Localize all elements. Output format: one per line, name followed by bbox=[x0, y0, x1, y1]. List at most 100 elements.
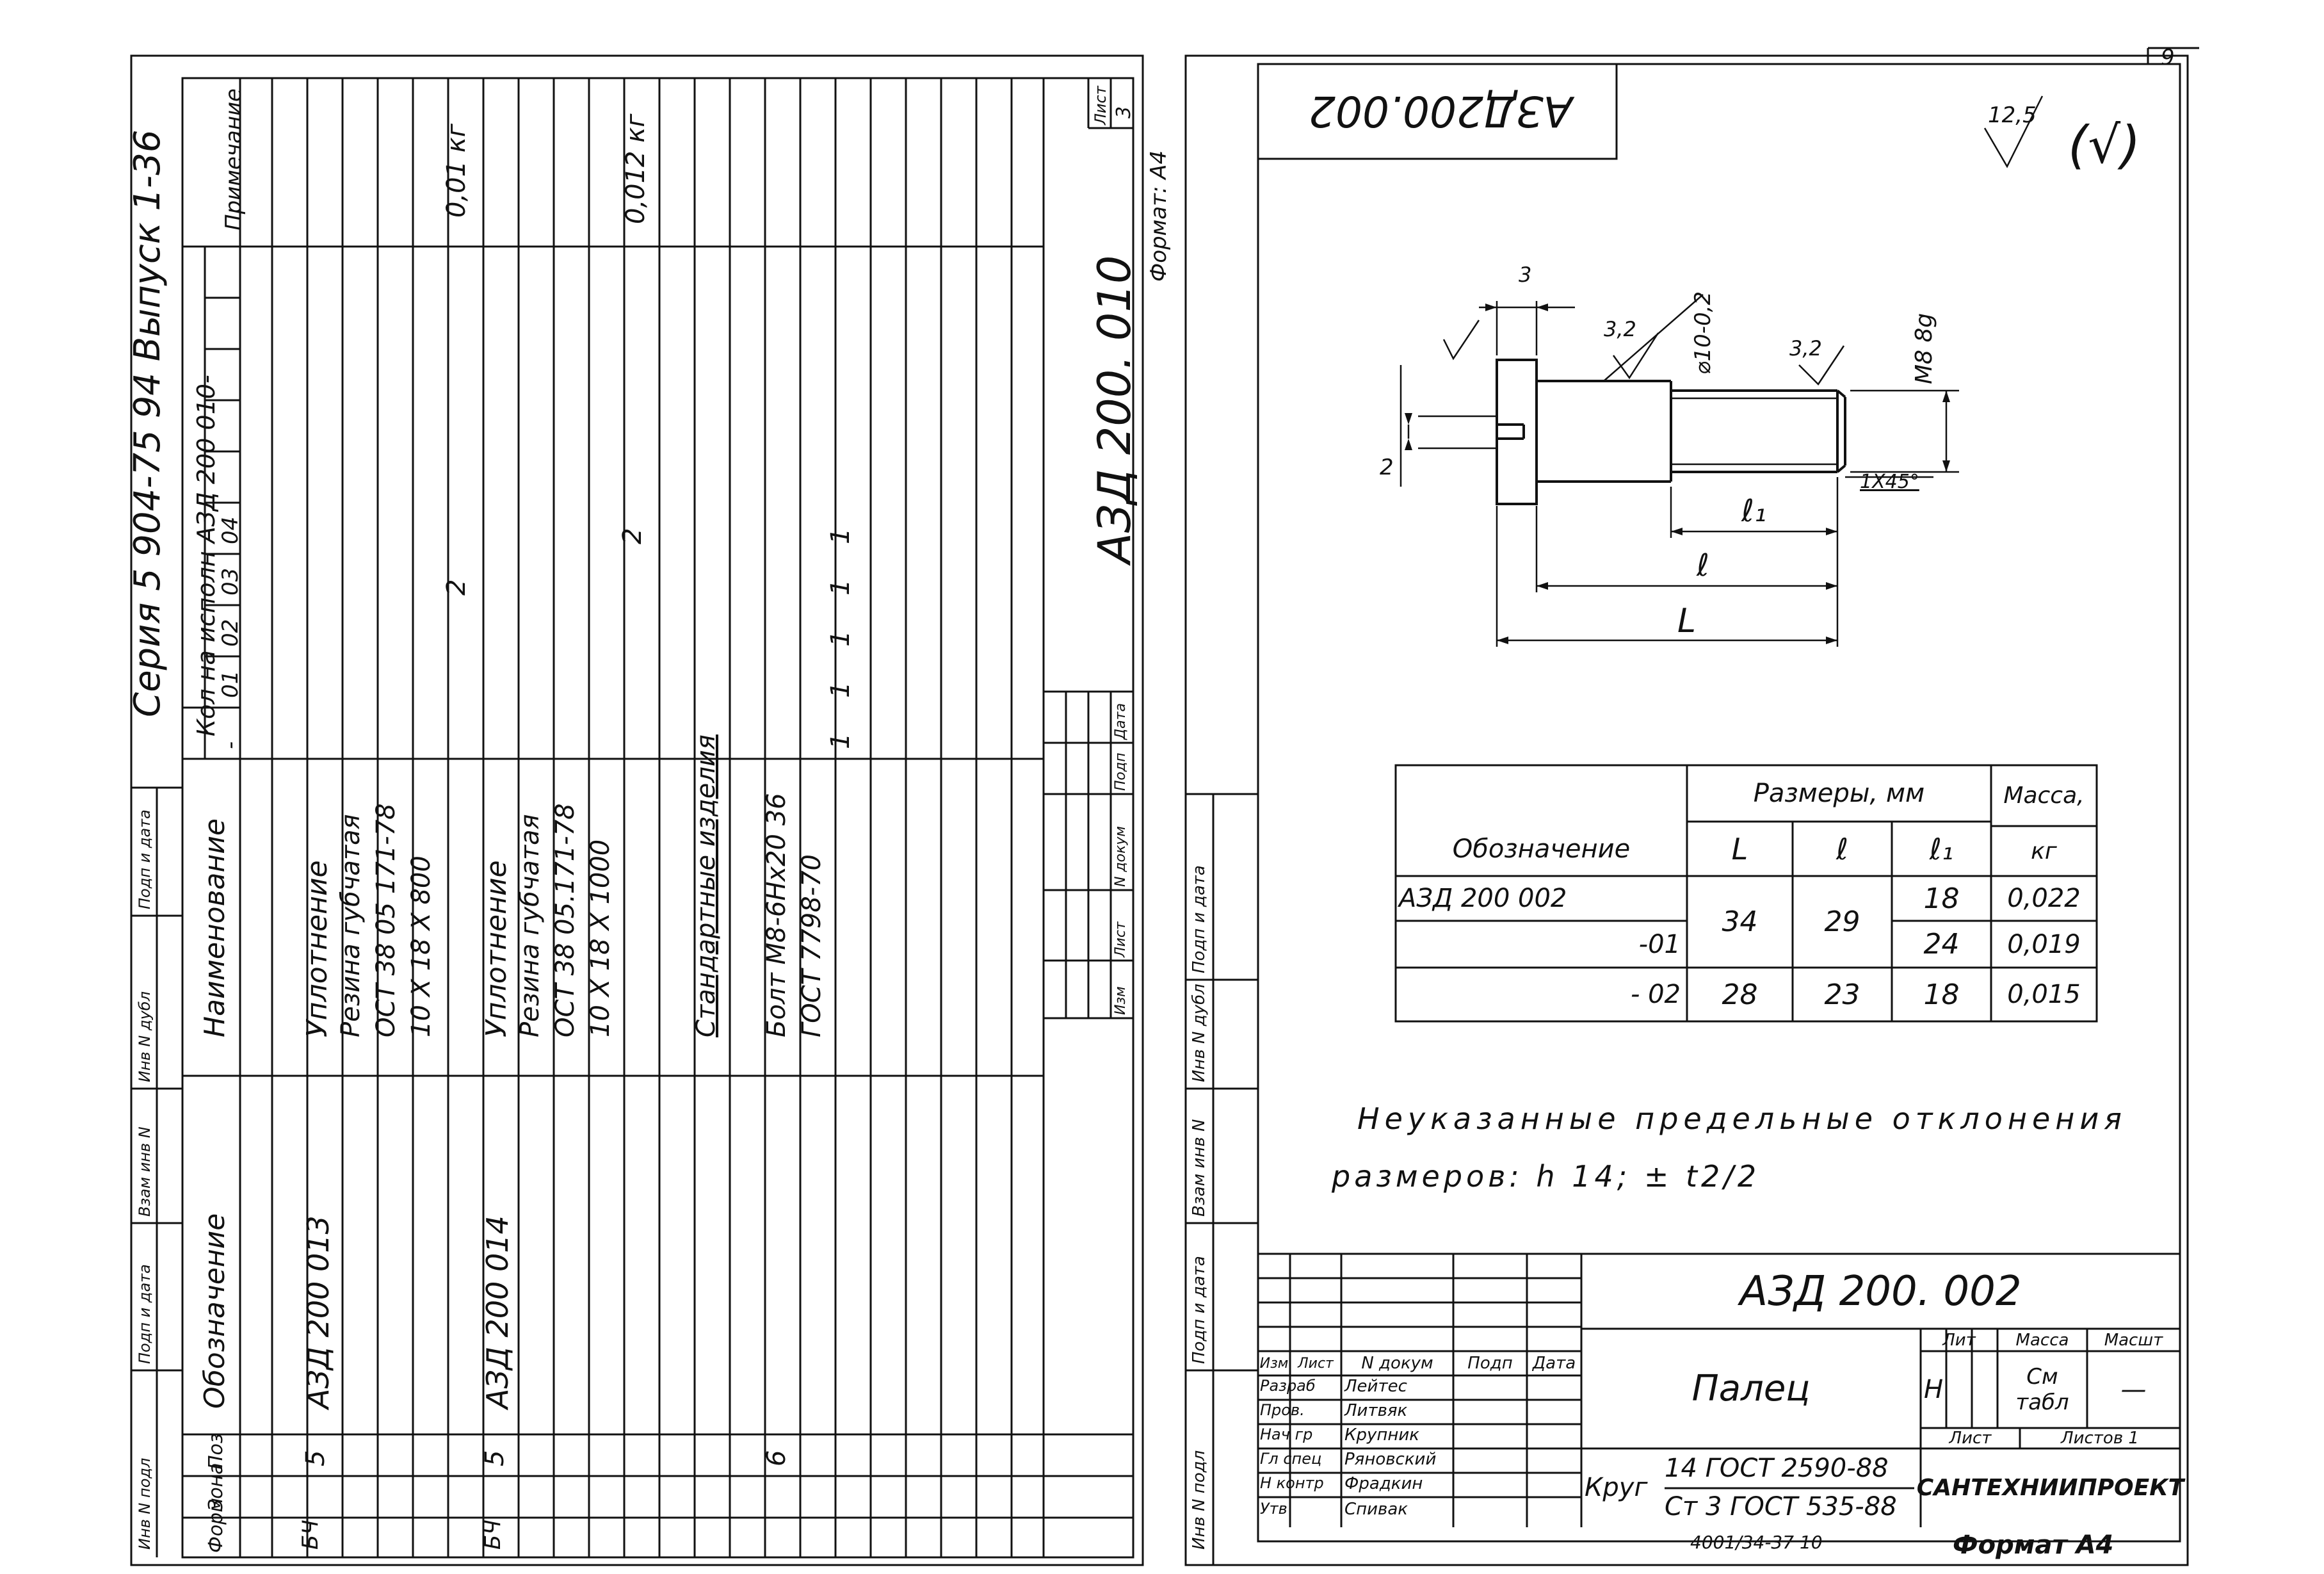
spec-header-note: Примечание bbox=[221, 88, 246, 231]
spec-row-qty: 2 bbox=[618, 528, 647, 544]
title-block-scale-label: Масшт bbox=[2104, 1330, 2163, 1350]
title-block-header-list: Лист bbox=[1298, 1355, 1334, 1372]
title-block-name: Спивак bbox=[1344, 1500, 1408, 1519]
spec-row-qty: 2 bbox=[442, 579, 471, 596]
spec-qty-col-2: 02 bbox=[218, 619, 243, 647]
title-block-sheet-label: Лист bbox=[1949, 1429, 1992, 1448]
title-block-role: Нач гр bbox=[1260, 1425, 1313, 1443]
size-table-header-l: ℓ bbox=[1836, 831, 1848, 866]
size-table-row-designation: - 02 bbox=[1630, 980, 1681, 1009]
title-block-lit-value: Н bbox=[1923, 1375, 1944, 1404]
spec-header-name: Наименование bbox=[198, 818, 231, 1037]
mirrored-designation: АЗД200.002 bbox=[1309, 86, 1572, 136]
spec-row-name: ОСТ 38 05 171-78 bbox=[371, 803, 401, 1037]
spec-row-name: Стандартные изделия bbox=[691, 734, 721, 1037]
spec-row-qty: 1 bbox=[826, 681, 855, 698]
spec-qty-col-3: 03 bbox=[218, 567, 243, 596]
spec-side-label-2: Взам инв N bbox=[136, 1126, 154, 1217]
title-block-code: АЗД 200. 002 bbox=[1739, 1267, 2022, 1315]
spec-stamp-label-list: Лист bbox=[1113, 921, 1129, 957]
spec-stamp-label-doc: N докум bbox=[1113, 825, 1129, 887]
spec-qty-col-1: 01 bbox=[218, 670, 243, 698]
spec-sheet-label: Лист bbox=[1092, 86, 1110, 125]
title-block-material-bottom: Ст 3 ГОСТ 535-88 bbox=[1665, 1492, 1897, 1521]
title-block-header-sign: Подп bbox=[1467, 1354, 1513, 1373]
spec-row-qty: 1 bbox=[826, 579, 855, 596]
title-block-sheets-label: Листов 1 bbox=[2061, 1429, 2139, 1448]
spec-row-qty: 1 bbox=[826, 630, 855, 647]
spec-row-designation: АЗД 200 014 bbox=[480, 1215, 515, 1409]
title-block-material-prefix: Круг bbox=[1585, 1473, 1648, 1502]
title-block-material-top: 14 ГОСТ 2590-88 bbox=[1665, 1454, 1889, 1483]
spec-row-name: Резина губчатая bbox=[515, 814, 545, 1037]
size-table-header-mass: Масса, bbox=[2003, 783, 2085, 809]
title-block-scale-value: — bbox=[2120, 1375, 2147, 1404]
spec-stamp-label-date: Дата bbox=[1113, 703, 1129, 740]
title-block-name: Лейтес bbox=[1344, 1377, 1407, 1396]
size-table-row-l1: 18 bbox=[1923, 978, 1960, 1011]
drawing-format: Формат А4 bbox=[1953, 1530, 2114, 1560]
size-table-header-sizes: Размеры, мм bbox=[1753, 779, 1925, 808]
spec-row-name: 10 Х 18 Х 1000 bbox=[586, 839, 615, 1037]
bottom-code: 4001/34-37 10 bbox=[1690, 1532, 1823, 1553]
drawing-side-label-0: Инв N подл bbox=[1190, 1450, 1209, 1550]
spec-row-qty: 1 bbox=[826, 733, 855, 749]
spec-side-label-3: Инв N дубл bbox=[136, 991, 154, 1082]
spec-row-name: Резина губчатая bbox=[336, 814, 366, 1037]
title-block-mass-label: Масса bbox=[2015, 1330, 2069, 1350]
size-table-row-mass: 0,019 bbox=[2007, 929, 2081, 959]
spec-side-label-1: Подп и дата bbox=[136, 1264, 154, 1364]
drawing-side-label-1: Подп и дата bbox=[1190, 1256, 1209, 1364]
spec-sheet-value: 3 bbox=[1113, 106, 1135, 118]
spec-row-designation: АЗД 200 013 bbox=[301, 1215, 335, 1409]
spec-side-label-0: Инв N подл bbox=[136, 1457, 154, 1550]
spec-doc-code: АЗД 200. 010 bbox=[1088, 255, 1141, 564]
title-block-part-name: Палец bbox=[1691, 1368, 1811, 1409]
spec-header-designation: Обозначение bbox=[198, 1213, 231, 1409]
title-block-header-date: Дата bbox=[1532, 1354, 1576, 1373]
drawing-side-label-3: Инв N дубл bbox=[1190, 984, 1209, 1082]
size-table-row-mass: 0,022 bbox=[2007, 884, 2081, 913]
roughness-main: 12,5 bbox=[1988, 102, 2037, 128]
spec-stamp-label-sign: Подп bbox=[1113, 752, 1129, 791]
tolerance-note-line2: размеров: h 14; ± t2/2 bbox=[1332, 1159, 1761, 1194]
spec-row-qty: 1 bbox=[826, 528, 855, 544]
dim-thread: М8 8g bbox=[1911, 312, 1937, 384]
size-table-row-l1: 24 bbox=[1923, 928, 1960, 961]
spec-row-name: ГОСТ 7798-70 bbox=[797, 854, 827, 1037]
dim-chamfer: 1Х45° bbox=[1860, 471, 1919, 493]
spec-row-name: Болт М8-6Нх20 36 bbox=[762, 793, 791, 1037]
size-table-row-L: 28 bbox=[1722, 978, 1758, 1011]
title-block-mass-value: См табл bbox=[2015, 1364, 2069, 1415]
drawing-side-label-2: Взам инв N bbox=[1190, 1119, 1209, 1217]
size-table-row-l1: 18 bbox=[1923, 882, 1960, 915]
size-table-header-mass-unit: кг bbox=[2031, 838, 2057, 864]
spec-row-form: БЧ bbox=[298, 1520, 323, 1550]
size-table-row-l: 29 bbox=[1824, 905, 1860, 938]
dim-head: 3 bbox=[1519, 263, 1532, 287]
title-block-role: Утв bbox=[1260, 1500, 1287, 1518]
spec-row-name: Уплотнение bbox=[301, 860, 334, 1037]
size-table-row-mass: 0,015 bbox=[2007, 980, 2081, 1009]
size-table-row-designation: АЗД 200 002 bbox=[1399, 884, 1567, 913]
spec-row-note: 0,01 кг bbox=[442, 124, 471, 218]
title-block-name: Крупник bbox=[1344, 1425, 1419, 1445]
size-table-header-l1: ℓ₁ bbox=[1929, 831, 1954, 866]
dim-L: L bbox=[1677, 602, 1696, 640]
title-block-org: САНТЕХНИИПРОЕКТ bbox=[1916, 1475, 2184, 1501]
dim-l1: ℓ₁ bbox=[1741, 493, 1767, 529]
spec-stamp-label-izm: Изм bbox=[1113, 986, 1129, 1015]
dim-slot: 2 bbox=[1380, 455, 1394, 480]
spec-side-label-4: Подп и дата bbox=[136, 809, 154, 909]
title-block-role: Гл спец bbox=[1260, 1450, 1322, 1468]
sheet-number: 9 bbox=[2161, 45, 2175, 70]
title-block-name: Фрадкин bbox=[1344, 1474, 1423, 1493]
title-block-header-izm: Изм bbox=[1259, 1355, 1289, 1372]
spec-header-qty-title: Кол на исполн АЗД 200 010- bbox=[192, 375, 220, 736]
size-table-header-designation: Обозначение bbox=[1452, 834, 1631, 864]
spec-format: Формат: А4 bbox=[1146, 150, 1172, 282]
spec-row-pos: 6 bbox=[762, 1450, 791, 1466]
size-table-row-l: 23 bbox=[1824, 978, 1860, 1011]
spec-header-form: Форм bbox=[205, 1498, 227, 1553]
size-table-row-L: 34 bbox=[1722, 905, 1758, 938]
